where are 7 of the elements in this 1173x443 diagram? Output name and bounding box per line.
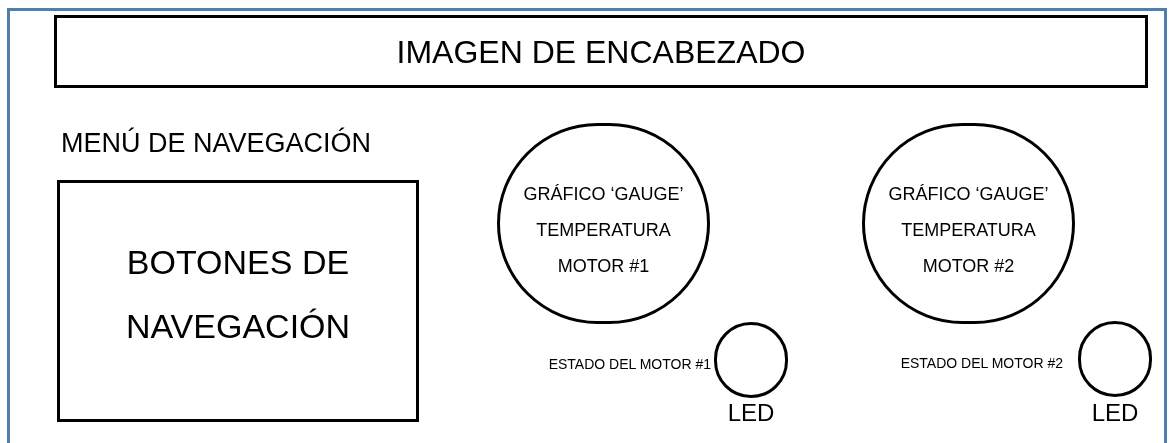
caption-text: LED (726, 401, 776, 425)
caption-text: ESTADO DEL MOTOR #2 (899, 356, 1063, 370)
header-box: IMAGEN DE ENCABEZADO (54, 15, 1148, 88)
navigation-box: BOTONES DE NAVEGACIÓN (57, 180, 419, 422)
caption-text: ESTADO DEL MOTOR #1 (547, 357, 711, 371)
page-frame (7, 8, 1167, 443)
caption-text: LED (1090, 401, 1140, 425)
